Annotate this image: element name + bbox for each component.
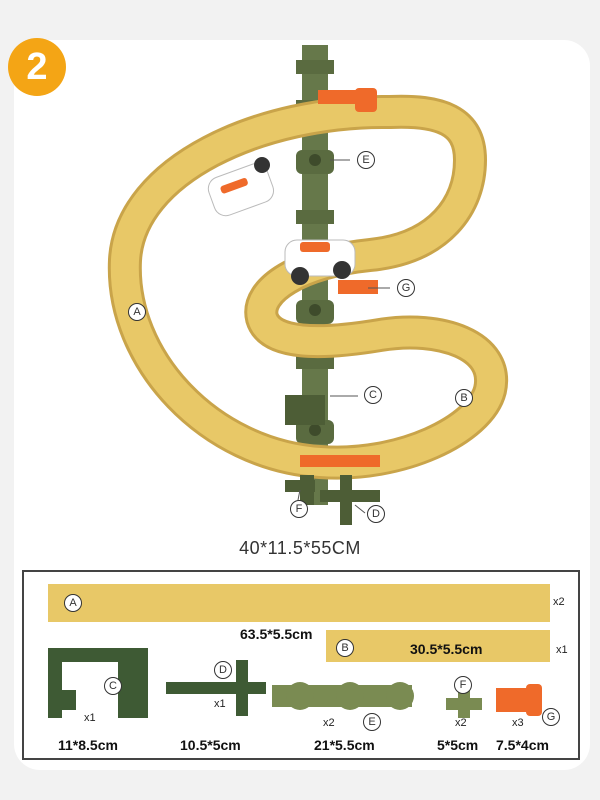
clip-top	[318, 90, 358, 104]
part-d-size: 10.5*5cm	[180, 737, 241, 753]
label-c: C	[364, 386, 382, 404]
label-f: F	[290, 500, 308, 518]
part-a-qty: x2	[553, 596, 565, 608]
label-a: A	[128, 303, 146, 321]
part-e-piece	[272, 682, 414, 710]
part-b-qty: x1	[556, 644, 568, 656]
clip-bottom	[300, 455, 380, 467]
part-d-qty: x1	[214, 698, 226, 710]
clip-g	[338, 280, 378, 294]
part-e-letter: E	[363, 713, 381, 731]
track-b-piece	[326, 630, 550, 662]
part-f-letter: F	[454, 676, 472, 694]
car-lower	[284, 239, 356, 285]
label-b: B	[455, 389, 473, 407]
part-a-letter: A	[64, 594, 82, 612]
part-c-qty: x1	[84, 712, 96, 724]
label-g: G	[397, 279, 415, 297]
parts-list	[22, 570, 580, 760]
part-f-qty: x2	[455, 717, 467, 729]
car-upper	[207, 157, 275, 217]
part-f-piece	[446, 688, 482, 718]
part-d-piece	[166, 660, 266, 716]
part-a-size: 63.5*5.5cm	[240, 626, 313, 642]
part-g-piece	[496, 684, 542, 716]
part-b-letter: B	[336, 639, 354, 657]
label-e: E	[357, 151, 375, 169]
part-g-qty: x3	[512, 717, 524, 729]
part-b-size: 30.5*5.5cm	[410, 641, 483, 657]
lower-parts	[285, 395, 380, 525]
part-e-size: 21*5.5cm	[314, 737, 375, 753]
overall-dimensions: 40*11.5*55CM	[239, 538, 361, 558]
label-d: D	[367, 505, 385, 523]
part-e-qty: x2	[323, 717, 335, 729]
part-d-letter: D	[214, 661, 232, 679]
part-c-letter: C	[104, 677, 122, 695]
part-f-size: 5*5cm	[437, 737, 479, 753]
part-c-size: 11*8.5cm	[58, 737, 118, 753]
assembled-track-illustration	[107, 45, 509, 525]
track-a-piece	[48, 584, 550, 622]
part-g-size: 7.5*4cm	[496, 737, 549, 753]
step-badge: 2	[8, 38, 66, 96]
part-g-letter: G	[542, 708, 560, 726]
part-c-piece	[48, 648, 148, 718]
